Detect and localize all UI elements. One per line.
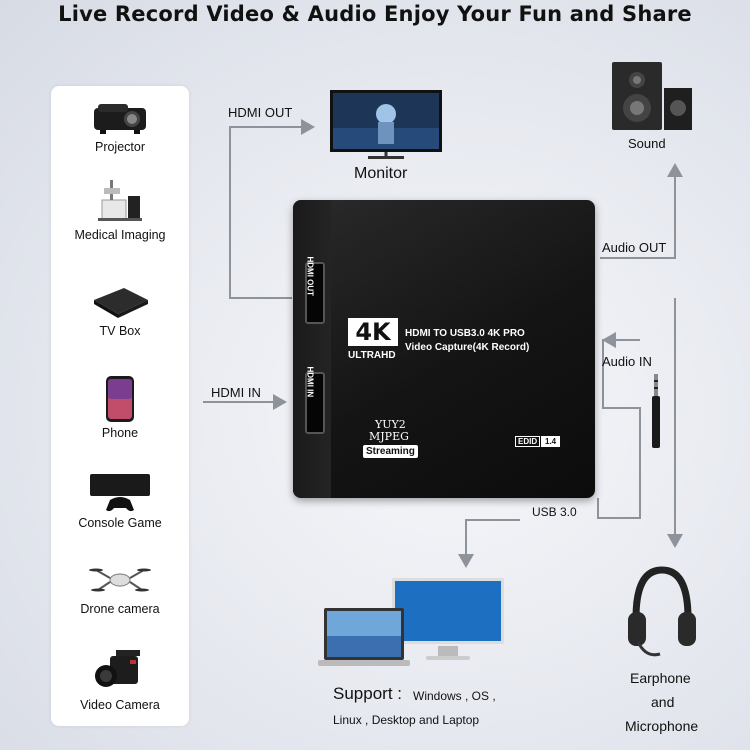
source-label: Drone camera [80,602,160,616]
hdmi-out-port [305,262,325,324]
device-side-panel [293,200,331,498]
desktop-monitor-icon [392,578,504,660]
usb-line [458,519,520,568]
audio-jack-icon [652,374,660,448]
support-os-line1: Windows , OS , [413,689,496,703]
audio-out-line [600,163,683,259]
projector-icon [94,104,146,134]
source-label: Medical Imaging [74,228,166,242]
source-devices-panel: Projector Medical Imaging TV Box Phone [51,86,189,726]
device-line2: Video Capture(4K Record) [405,342,530,353]
hdmi-out-line [229,119,315,299]
capture-device: HDMI OUT HDMI IN 4K ULTRAHD HDMI TO USB3… [293,200,595,498]
source-drone-camera: Drone camera [51,560,189,616]
speaker-icon [612,62,692,130]
ultrahd-text: ULTRAHD [348,350,396,361]
drone-icon [89,568,151,592]
source-label: Video Camera [80,698,160,712]
source-label: Projector [94,140,146,154]
support-os-line2: Linux , Desktop and Laptop [333,713,480,727]
port-in-text: HDMI IN [305,366,315,398]
streaming-badge: Streaming [363,445,418,458]
support-heading: Support : [333,684,402,703]
earphone-label: Earphone [630,670,691,686]
source-phone: Phone [51,374,189,440]
audio-out-label: Audio OUT [602,240,667,255]
source-console-game: Console Game [51,470,189,530]
source-video-camera: Video Camera [51,646,189,712]
source-medical-imaging: Medical Imaging [51,178,189,242]
laptop-icon [318,608,410,666]
edid-version: 1.4 [541,436,561,447]
source-tv-box: TV Box [51,282,189,338]
source-label: Console Game [78,516,162,530]
video-camera-icon [95,650,140,687]
device-line1: HDMI TO USB3.0 4K PRO [405,328,525,339]
page-title: Live Record Video & Audio Enjoy Your Fun… [58,2,692,26]
hdmi-out-label: HDMI OUT [228,105,293,120]
port-out-text: HDMI OUT [305,256,315,297]
monitor-icon [330,90,442,159]
audio-in-label: Audio IN [602,354,652,369]
game-console-icon [90,474,150,512]
usb-label: USB 3.0 [532,505,577,519]
sound-label: Sound [628,136,666,151]
source-label: TV Box [99,324,141,338]
phone-icon [106,376,134,422]
edid-label: EDID [515,436,541,447]
source-projector: Projector [51,98,189,154]
badge-4k: 4K [348,318,398,346]
yuy2-text: YUY2 [375,418,406,431]
hdmi-in-label: HDMI IN [211,385,261,400]
tv-box-icon [94,288,148,318]
medical-imaging-icon [98,180,142,221]
source-label: Phone [101,426,139,440]
and-label: and [651,694,675,710]
hdmi-in-port [305,372,325,434]
monitor-label: Monitor [354,165,408,182]
mjpeg-text: MJPEG [369,430,409,443]
headphones-icon [628,566,696,657]
microphone-label: Microphone [625,718,699,734]
